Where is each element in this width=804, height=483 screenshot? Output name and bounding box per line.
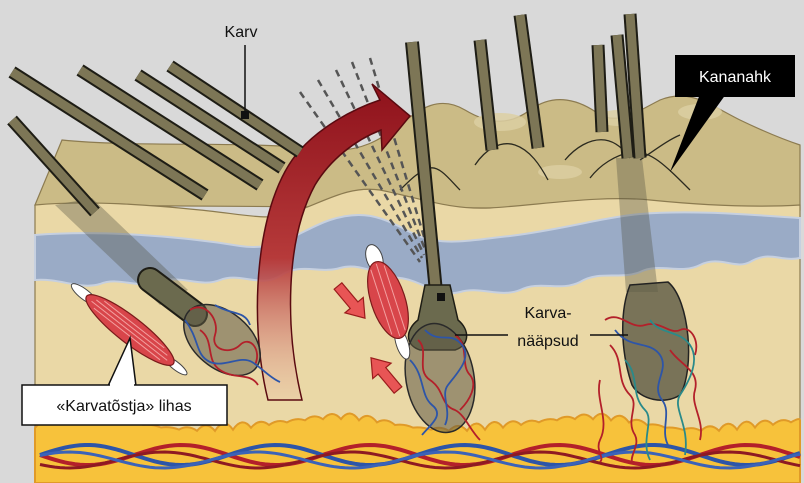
hair-label: Karv [225, 24, 258, 41]
follicle-right [623, 282, 689, 400]
muscle-label: «Karvatõstja» lihas [56, 398, 191, 415]
follicles-label-line1: Karva- [524, 305, 571, 322]
follicle-leader-marker [437, 293, 445, 301]
hill-highlight [538, 165, 582, 179]
hair-leader-marker [241, 111, 249, 119]
goosebumps-label: Kananahk [699, 69, 772, 86]
follicles-label-line2: nääpsud [517, 333, 578, 350]
hair-raised [598, 45, 602, 132]
